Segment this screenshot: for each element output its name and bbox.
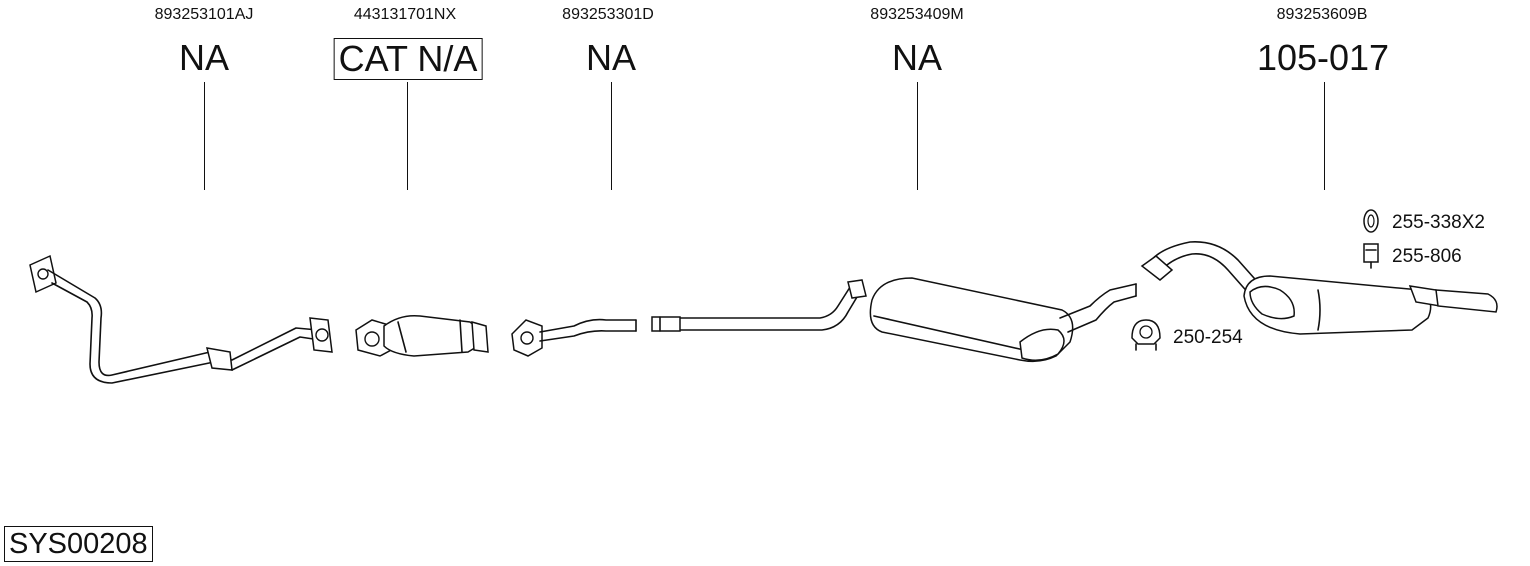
oem-number-centre-silencer: 893253409M [870, 6, 964, 23]
accessory-rubber-ring-label: 255-338X2 [1392, 212, 1485, 233]
ref-front-pipe: NA [178, 37, 230, 78]
accessory-clamp-label: 250-254 [1173, 327, 1243, 348]
leader-line-rear-silencer [1324, 82, 1325, 190]
ref-intermediate-pipe: NA [585, 37, 637, 78]
oem-number-intermediate-pipe: 893253301D [562, 6, 654, 23]
system-code: SYS00208 [4, 526, 153, 562]
ref-rear-silencer: 105-017 [1256, 37, 1390, 78]
catalyst-drawing [355, 314, 489, 357]
rubber-ring-icon [1363, 209, 1379, 233]
rear-silencer-drawing [1140, 241, 1498, 335]
ref-catalyst: CAT N/A [333, 38, 483, 80]
oem-number-rear-silencer: 893253609B [1276, 6, 1368, 23]
ref-centre-silencer: NA [891, 37, 943, 78]
clamp-icon [1131, 319, 1161, 351]
oem-number-catalyst: 443131701NX [353, 6, 457, 23]
leader-line-catalyst [407, 82, 408, 190]
intermediate-pipe-drawing [511, 318, 637, 357]
leader-line-intermediate-pipe [611, 82, 612, 190]
leader-line-centre-silencer [917, 82, 918, 190]
accessory-hanger-label: 255-806 [1392, 246, 1462, 267]
oem-number-front-pipe: 893253101AJ [154, 6, 254, 23]
hanger-icon [1363, 243, 1379, 269]
centre-silencer-drawing [651, 277, 1137, 363]
leader-line-front-pipe [204, 82, 205, 190]
front-pipe-drawing [29, 254, 333, 384]
